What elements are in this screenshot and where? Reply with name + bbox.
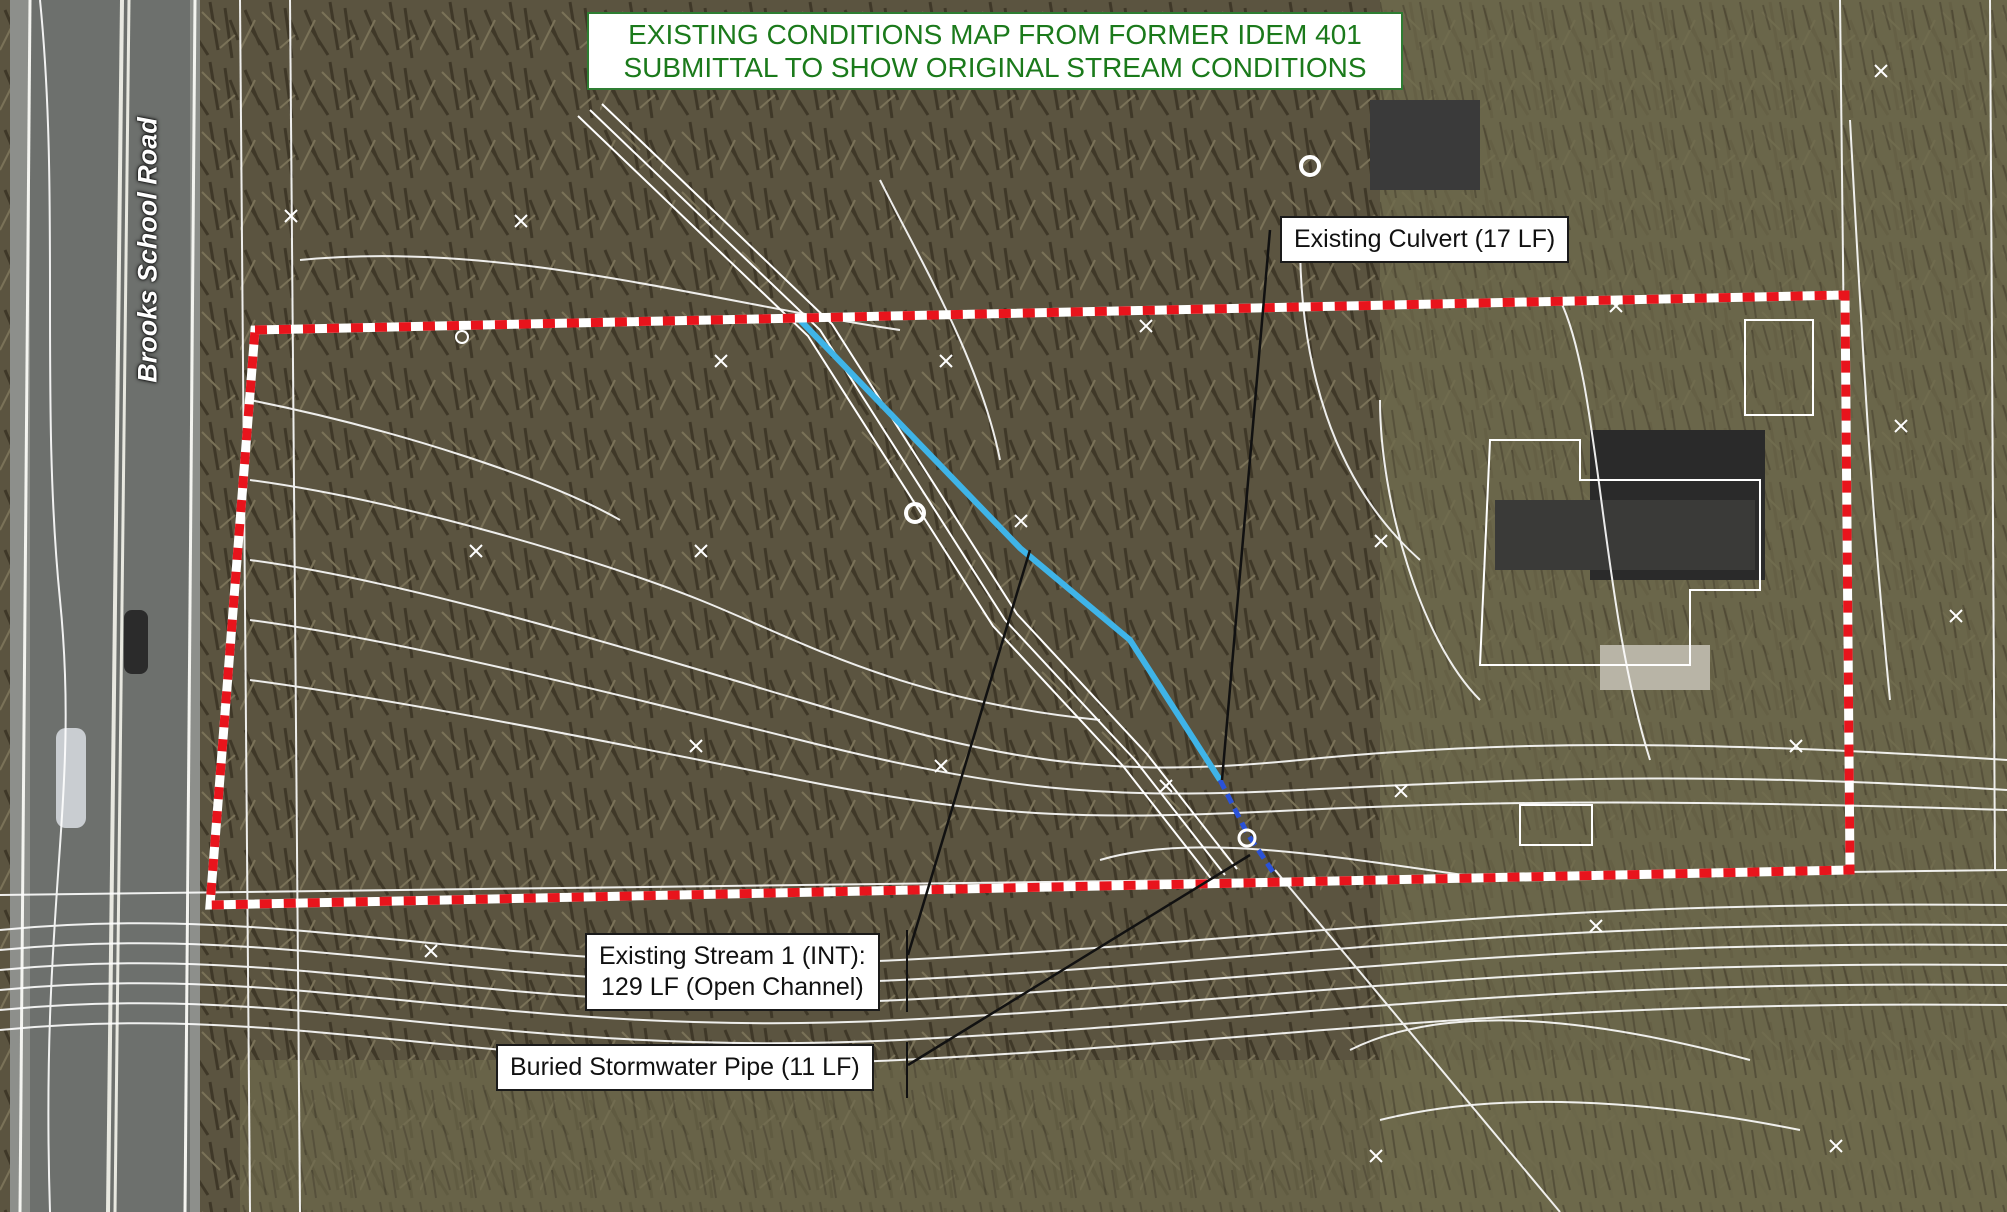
pipe-callout-text: Buried Stormwater Pipe (11 LF) bbox=[510, 1053, 860, 1081]
survey-monument bbox=[1299, 155, 1321, 177]
road-label: Brooks School Road bbox=[132, 117, 163, 383]
pipe-leader-line bbox=[907, 853, 1251, 1067]
stream-callout-line2: 129 LF (Open Channel) bbox=[601, 973, 864, 1001]
vehicle bbox=[124, 610, 148, 674]
map-title-line2: SUBMITTAL TO SHOW ORIGINAL STREAM CONDIT… bbox=[623, 52, 1367, 83]
house-roof bbox=[1495, 500, 1755, 570]
vehicle bbox=[56, 728, 86, 828]
buried-stormwater-pipe bbox=[1217, 778, 1278, 877]
road-edge bbox=[18, 0, 32, 1212]
structure-outline bbox=[1519, 804, 1593, 846]
stream-callout-line1: Existing Stream 1 (INT): bbox=[599, 942, 866, 970]
map-title: EXISTING CONDITIONS MAP FROM FORMER IDEM… bbox=[587, 12, 1403, 90]
structure-outline bbox=[1744, 319, 1814, 416]
culvert-callout-text: Existing Culvert (17 LF) bbox=[1294, 225, 1556, 253]
culvert-callout: Existing Culvert (17 LF) bbox=[1280, 216, 1570, 263]
stream-callout: Existing Stream 1 (INT): 129 LF (Open Ch… bbox=[585, 933, 880, 1011]
structure-outline bbox=[1478, 439, 1761, 666]
driveway bbox=[1600, 645, 1710, 690]
manhole bbox=[1237, 828, 1257, 848]
stream-leader-line bbox=[906, 549, 1032, 956]
stream-callout-tick bbox=[906, 930, 908, 1012]
culvert-leader-line bbox=[1220, 229, 1272, 781]
pipe-callout: Buried Stormwater Pipe (11 LF) bbox=[496, 1044, 874, 1091]
map-title-line1: EXISTING CONDITIONS MAP FROM FORMER IDEM… bbox=[628, 19, 1362, 50]
existing-stream-channel bbox=[797, 317, 1223, 782]
road-centerline bbox=[106, 0, 124, 1212]
survey-monument bbox=[455, 330, 469, 344]
survey-points bbox=[284, 64, 1963, 1163]
survey-monument bbox=[904, 502, 926, 524]
pipe-callout-tick bbox=[906, 1042, 908, 1098]
drainage-corridor bbox=[577, 103, 1238, 882]
lawn-area bbox=[1380, 0, 2007, 1212]
shed bbox=[1370, 100, 1480, 190]
